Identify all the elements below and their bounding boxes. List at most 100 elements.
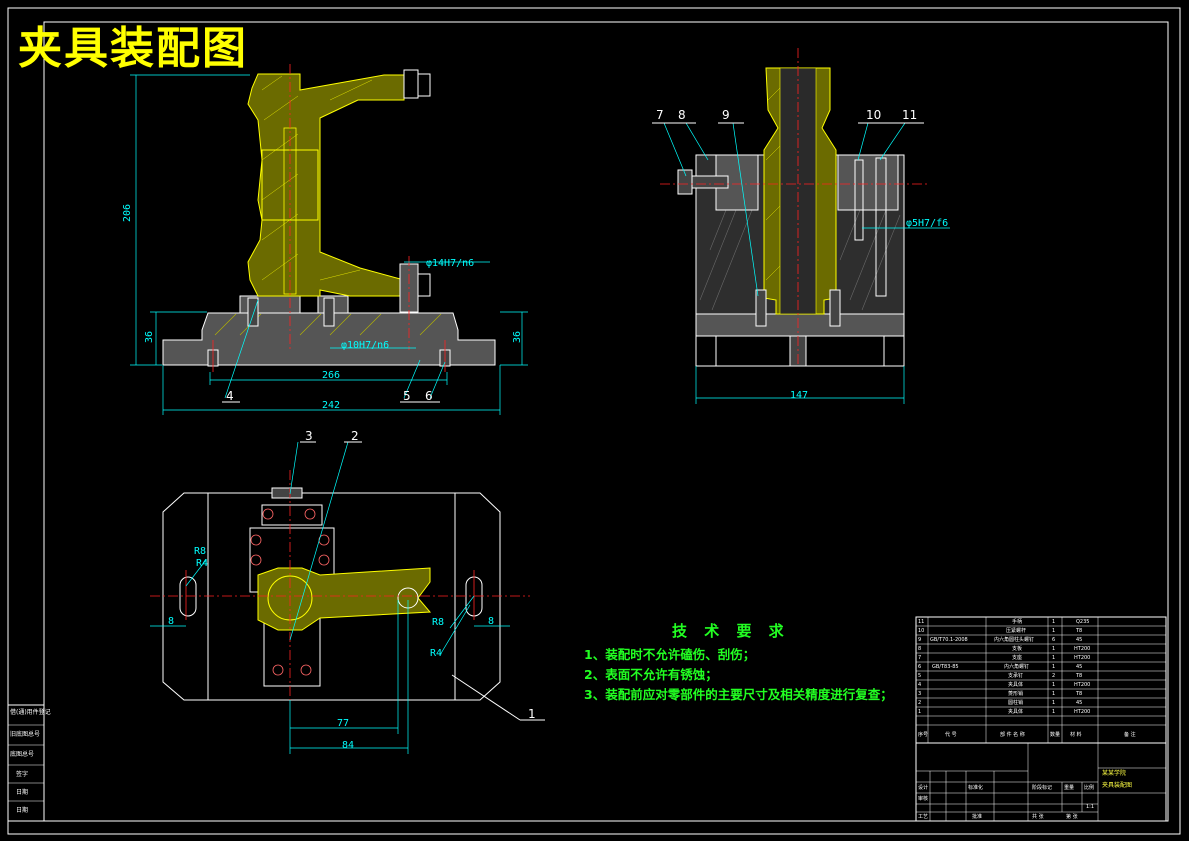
parts-row-9-name: 内六角圆柱头螺钉	[994, 636, 1034, 643]
parts-row-8-mat: HT200	[1074, 646, 1090, 652]
callout-6: 6	[425, 389, 433, 403]
parts-row-1-no: 1	[918, 709, 921, 715]
parts-row-2-no: 2	[918, 700, 921, 706]
strip-sign: 签字	[16, 770, 28, 778]
parts-row-4-qty: 1	[1052, 682, 1055, 688]
parts-row-7-name: 支座	[1012, 654, 1022, 661]
parts-header-code: 代 号	[945, 731, 957, 738]
parts-header-qty: 数量	[1050, 731, 1060, 738]
parts-row-6-qty: 1	[1052, 664, 1055, 670]
parts-row-6-code: GB/T83-85	[932, 664, 959, 670]
parts-row-7-qty: 1	[1052, 655, 1055, 661]
parts-row-1-name: 夹具体	[1008, 708, 1023, 715]
parts-row-5-qty: 2	[1052, 673, 1055, 679]
parts-row-9-no: 9	[918, 637, 921, 643]
callout-7: 7	[656, 108, 664, 122]
parts-row-11-name: 手柄	[1012, 618, 1022, 625]
callout-2: 2	[351, 429, 359, 443]
callout-4: 4	[226, 389, 234, 403]
parts-list: 11 手柄 1 Q235 10 压紧螺杆 1 T8 9 GB/T70.1-200…	[915, 616, 1167, 744]
callout-10: 10	[866, 108, 881, 122]
callout-3: 3	[305, 429, 313, 443]
parts-row-3-mat: T8	[1075, 691, 1082, 697]
parts-row-10-no: 10	[918, 628, 924, 634]
title-label-weight: 重量	[1064, 784, 1074, 791]
parts-row-11-qty: 1	[1052, 619, 1055, 625]
parts-row-10-name: 压紧螺杆	[1006, 627, 1026, 634]
dim-r8-left: R8	[194, 546, 206, 557]
callout-5: 5	[403, 389, 411, 403]
parts-row-2-qty: 1	[1052, 700, 1055, 706]
parts-row-5-name: 支承钉	[1008, 672, 1023, 679]
parts-row-9-mat: 45	[1076, 637, 1082, 643]
dim-147: 147	[790, 390, 808, 401]
dim-r4-right: R4	[430, 648, 442, 659]
dim-36-right: 36	[512, 331, 523, 343]
dim-r4-left: R4	[196, 558, 208, 569]
dim-r8-right: R8	[432, 617, 444, 628]
callout-1: 1	[528, 707, 536, 721]
callout-9: 9	[722, 108, 730, 122]
fit-14h7n6: φ14H7/n6	[426, 258, 474, 269]
parts-row-6-no: 6	[918, 664, 921, 670]
parts-row-10-mat: T8	[1075, 628, 1082, 634]
tech-item-3: 3、装配前应对零部件的主要尺寸及相关精度进行复查；	[584, 687, 893, 702]
parts-row-1-qty: 1	[1052, 709, 1055, 715]
callout-8: 8	[678, 108, 686, 122]
parts-row-5-no: 5	[918, 673, 921, 679]
title-school: 某某学院	[1102, 769, 1126, 777]
parts-row-2-mat: 45	[1076, 700, 1082, 706]
fit-5h7f6: φ5H7/f6	[906, 218, 948, 229]
parts-row-9-code: GB/T70.1-2008	[930, 637, 968, 643]
title-label-scale: 比例	[1084, 784, 1094, 791]
dim-8-left: 8	[168, 616, 174, 627]
dim-77: 77	[337, 718, 349, 729]
title-label-stage: 阶段标记	[1032, 784, 1052, 791]
dim-266: 266	[322, 370, 340, 381]
parts-row-5-mat: T8	[1075, 673, 1082, 679]
dim-206: 206	[122, 204, 133, 222]
left-strip: 借(通)用件登记 旧底图总号 底图总号 签字 日期 日期	[7, 704, 51, 822]
strip-old-base: 旧底图总号	[10, 730, 40, 738]
dim-36-left: 36	[144, 331, 155, 343]
dim-8-right: 8	[488, 616, 494, 627]
callout-11: 11	[902, 108, 917, 122]
parts-row-11-no: 11	[918, 619, 924, 625]
fit-10h7n6: φ10H7/n6	[341, 340, 389, 351]
parts-row-8-no: 8	[918, 646, 921, 652]
strip-base: 底图总号	[10, 750, 34, 758]
parts-row-1-mat: HT200	[1074, 709, 1090, 715]
parts-row-7-mat: HT200	[1074, 655, 1090, 661]
strip-date-2: 日期	[16, 806, 28, 814]
dim-242: 242	[322, 400, 340, 411]
parts-header-remark: 备 注	[1124, 731, 1136, 738]
parts-row-4-no: 4	[918, 682, 921, 688]
parts-row-6-mat: 45	[1076, 664, 1082, 670]
title-label-sheet: 第 张	[1066, 813, 1078, 820]
tech-heading: 技 术 要 求	[672, 622, 790, 640]
title-label-sheets: 共 张	[1032, 813, 1044, 820]
inner-border	[43, 21, 1169, 822]
parts-header-no: 序号	[918, 731, 928, 738]
title-label-design: 设计	[918, 784, 928, 791]
parts-row-4-mat: HT200	[1074, 682, 1090, 688]
dim-84: 84	[342, 740, 354, 751]
parts-row-3-no: 3	[918, 691, 921, 697]
title-label-check: 审核	[918, 795, 928, 802]
title-scale-value: 1:1	[1086, 804, 1094, 810]
strip-date-1: 日期	[16, 788, 28, 796]
side-view: 147 φ5H7/f6 7 8 9 10 11	[652, 48, 950, 404]
tech-item-1: 1、装配时不允许磕伤、刮伤；	[584, 647, 756, 662]
parts-row-4-name: 夹具体	[1008, 681, 1023, 688]
title-label-standard: 标准化	[968, 784, 983, 791]
outer-border	[7, 7, 1181, 835]
parts-row-6-name: 内六角螺钉	[1004, 663, 1029, 670]
parts-row-9-qty: 6	[1052, 637, 1055, 643]
parts-header-mat: 材 料	[1070, 731, 1082, 738]
parts-row-7-no: 7	[918, 655, 921, 661]
strip-borrow: 借(通)用件登记	[10, 708, 51, 716]
parts-row-11-mat: Q235	[1076, 619, 1089, 625]
title-label-process: 工艺	[918, 814, 928, 820]
front-view: 206 36 36 266 242 φ14H7/n6 φ10H7/n6 4 5 …	[122, 64, 528, 415]
